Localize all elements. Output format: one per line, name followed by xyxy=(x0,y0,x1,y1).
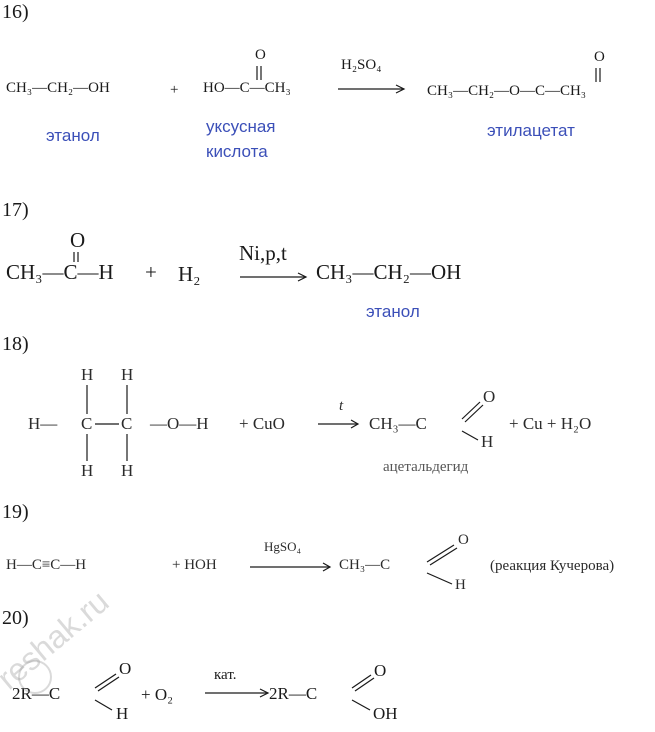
hydrogen-atom: H xyxy=(81,461,94,480)
copper-oxide: + CuO xyxy=(239,414,285,433)
hydrogen-atom: H xyxy=(121,365,134,384)
ethyl-acetate-formula: CH₃—CH₂—O—C—CH₃ xyxy=(427,83,587,99)
hydrogen-formula: H₂ xyxy=(178,262,201,286)
kucherov-reaction-note: (реакция Кучерова) xyxy=(490,558,615,574)
label-ethanol: этанол xyxy=(46,126,100,145)
plus-sign: + xyxy=(145,260,157,284)
aldehyde-carbonyl-o: O xyxy=(119,659,132,678)
ethanol-formula: CH₃—CH₂—OH xyxy=(6,80,110,96)
reaction-number-16: 16) xyxy=(2,1,29,23)
acid-carbonyl-o: O xyxy=(255,47,266,63)
reaction-number-20: 20) xyxy=(2,607,29,629)
aldehyde-hydrogen: H xyxy=(481,432,494,451)
reaction-number-17: 17) xyxy=(2,199,29,221)
reaction-number-18: 18) xyxy=(2,333,29,355)
acid-carbonyl-o: O xyxy=(374,661,387,680)
aldehyde-carbonyl-o: O xyxy=(70,228,86,252)
acid-hydroxyl: OH xyxy=(373,704,398,723)
carbon-atom: C xyxy=(81,414,93,433)
label-ethanol: этанол xyxy=(366,302,420,321)
water-formula: + HOH xyxy=(172,557,217,573)
nickel-catalyst-conditions: Ni,p,t xyxy=(239,241,287,265)
copper-and-water: + Cu + H₂O xyxy=(509,414,592,433)
temperature-condition: t xyxy=(339,398,344,414)
aldehyde-hydrogen: H xyxy=(116,704,129,723)
mercury-sulfate-catalyst: HgSO₄ xyxy=(264,539,302,554)
carboxylic-acid-formula: 2R—C xyxy=(269,684,318,703)
copyright-icon xyxy=(18,660,52,694)
reaction-number-19: 19) xyxy=(2,501,29,523)
oxygen-reactant: + O₂ xyxy=(141,685,174,704)
aldehyde-carbonyl-o: O xyxy=(458,532,469,548)
acetic-acid-formula: HO—C—CH₃ xyxy=(203,80,291,96)
acetaldehyde-formula: CH₃—C xyxy=(339,557,391,573)
hydrogen-atom: H xyxy=(81,365,94,384)
carbon-atom: C xyxy=(121,414,133,433)
acetaldehyde-formula: CH₃—C—H xyxy=(6,260,114,284)
catalyst-label: кат. xyxy=(214,667,237,683)
plus-sign: + xyxy=(170,82,179,98)
ester-carbonyl-o: O xyxy=(594,49,605,65)
sulfuric-acid-catalyst: H₂SO₄ xyxy=(341,57,382,73)
label-ethyl-acetate: этилацетат xyxy=(487,121,575,140)
hydroxyl-group: —O—H xyxy=(150,414,209,433)
label-acetaldehyde: ацетальдегид xyxy=(383,459,469,475)
hydrogen-atom: H— xyxy=(28,414,58,433)
label-acetic-acid-line1: уксусная xyxy=(206,117,276,136)
acetaldehyde-formula: CH₃—C xyxy=(369,414,427,433)
aldehyde-carbonyl-o: O xyxy=(483,387,496,406)
label-acetic-acid-line2: кислота xyxy=(206,142,268,161)
acetylene-formula: H—C≡C—H xyxy=(6,557,87,573)
aldehyde-hydrogen: H xyxy=(455,577,466,593)
ethanol-product-formula: CH₃—CH₂—OH xyxy=(316,260,462,284)
hydrogen-atom: H xyxy=(121,461,134,480)
